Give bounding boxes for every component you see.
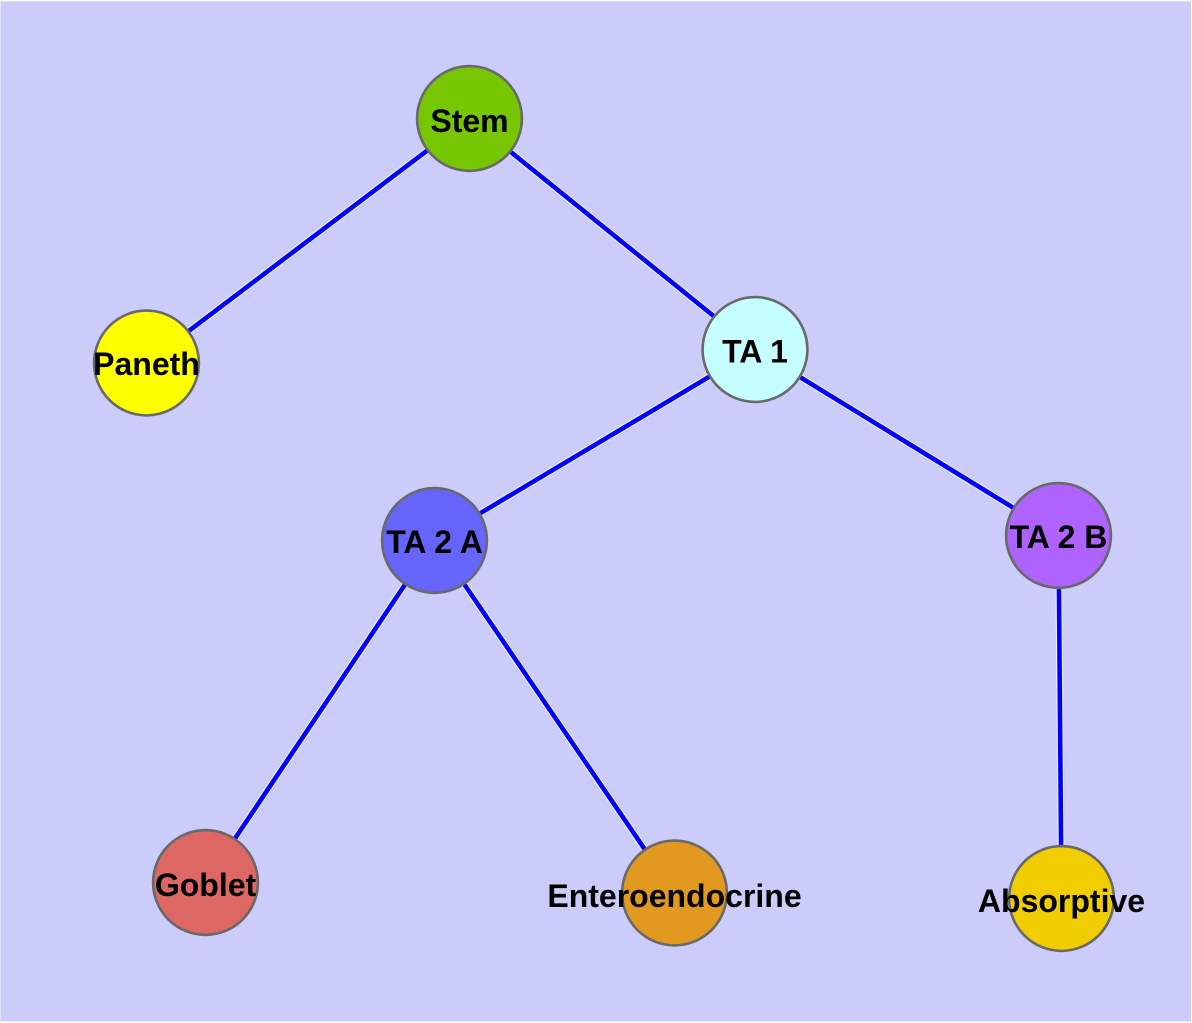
svg-text:TA 2 A: TA 2 A <box>386 524 483 560</box>
svg-text:Paneth: Paneth <box>93 346 200 382</box>
svg-text:TA 1: TA 1 <box>722 334 788 370</box>
svg-text:Absorptive: Absorptive <box>978 883 1145 919</box>
svg-text:Enteroendocrine: Enteroendocrine <box>547 878 801 914</box>
svg-text:Stem: Stem <box>430 103 508 139</box>
svg-text:TA 2 B: TA 2 B <box>1010 519 1108 555</box>
svg-text:Goblet: Goblet <box>155 867 257 903</box>
